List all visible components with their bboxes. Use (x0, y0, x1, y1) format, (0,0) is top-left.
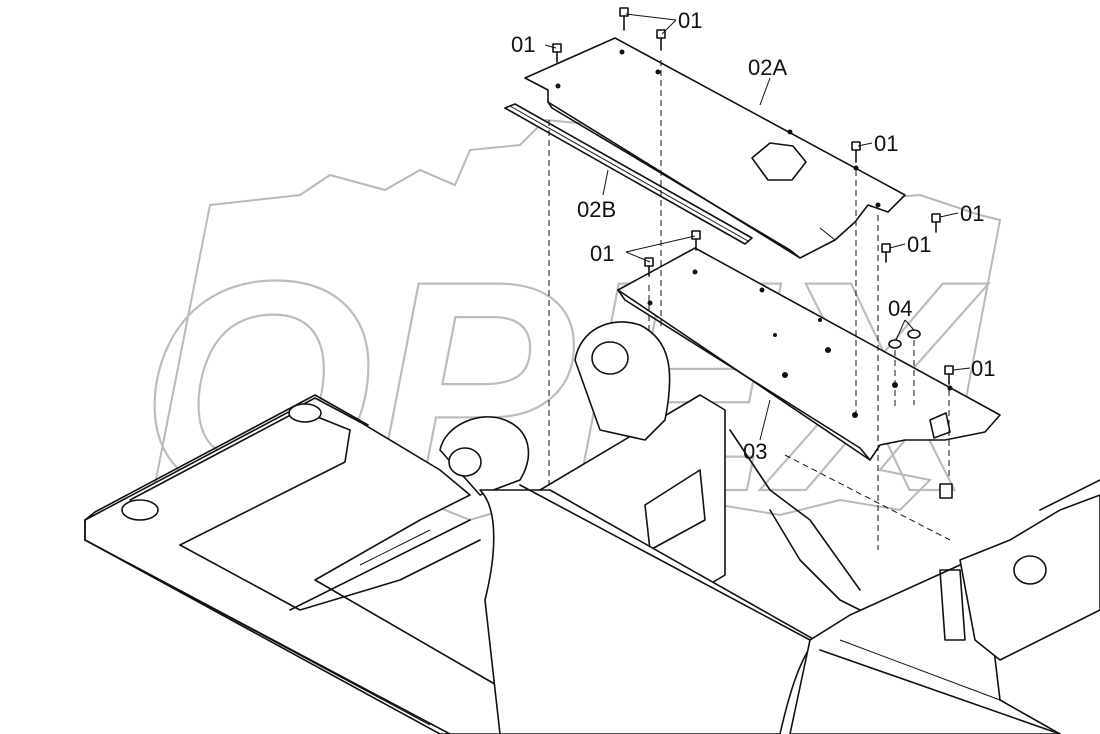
callout-02b: 02B (577, 197, 616, 222)
seal-strip-02b (504, 103, 753, 245)
bolt (656, 29, 666, 51)
frame-center (439, 321, 881, 734)
callout-01: 01 (874, 131, 898, 156)
frame-right (789, 479, 1100, 734)
leader-lines (544, 13, 971, 441)
callout-01: 01 (907, 232, 931, 257)
frame-left-box (84, 394, 506, 734)
callout-01: 01 (511, 32, 535, 57)
cover-plate-02a (524, 37, 906, 259)
bolt (691, 230, 701, 251)
clip (939, 483, 953, 499)
bolt (931, 213, 941, 233)
callout-01: 01 (678, 8, 702, 33)
bolt (552, 43, 562, 63)
callout-03: 03 (743, 439, 767, 464)
bolt (619, 7, 629, 31)
washer (888, 329, 921, 349)
bolt (851, 141, 861, 163)
plate-03 (617, 247, 1001, 461)
callout-01: 01 (971, 356, 995, 381)
callout-04: 04 (888, 296, 912, 321)
callout-02a: 02A (748, 55, 787, 80)
callout-01: 01 (960, 201, 984, 226)
callout-labels: 01 01 02A 02B 01 01 01 01 04 01 03 (511, 8, 995, 464)
callout-01: 01 (590, 241, 614, 266)
